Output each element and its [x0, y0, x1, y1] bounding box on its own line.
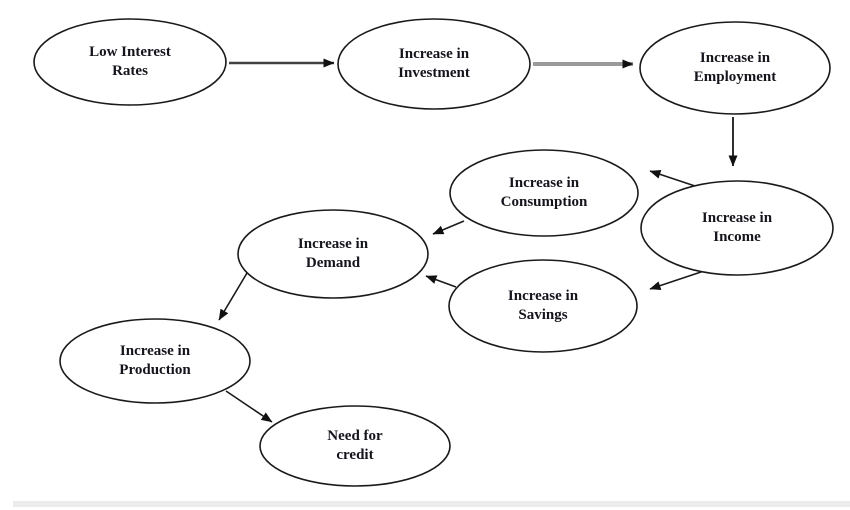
node-ellipse-increase-demand [237, 209, 429, 299]
node-ellipse-increase-consumption [449, 149, 639, 237]
page-edge-shadow [13, 501, 850, 507]
edge-increase-savings-to-increase-demand [425, 275, 457, 288]
node-ellipse-increase-investment [337, 18, 531, 110]
node-ellipse-increase-savings [448, 259, 638, 353]
node-ellipse-increase-employment [639, 21, 831, 115]
node-layer [33, 18, 834, 487]
edge-increase-production-to-need-for-credit [225, 390, 273, 423]
node-ellipse-low-interest-rates [33, 18, 227, 106]
node-ellipse-need-for-credit [259, 405, 451, 487]
node-ellipse-increase-income [640, 180, 834, 276]
edge-increase-income-to-increase-savings [649, 270, 705, 290]
edge-increase-demand-to-increase-production [218, 272, 248, 321]
node-ellipse-increase-production [59, 318, 251, 404]
edge-increase-consumption-to-increase-demand [432, 220, 465, 235]
